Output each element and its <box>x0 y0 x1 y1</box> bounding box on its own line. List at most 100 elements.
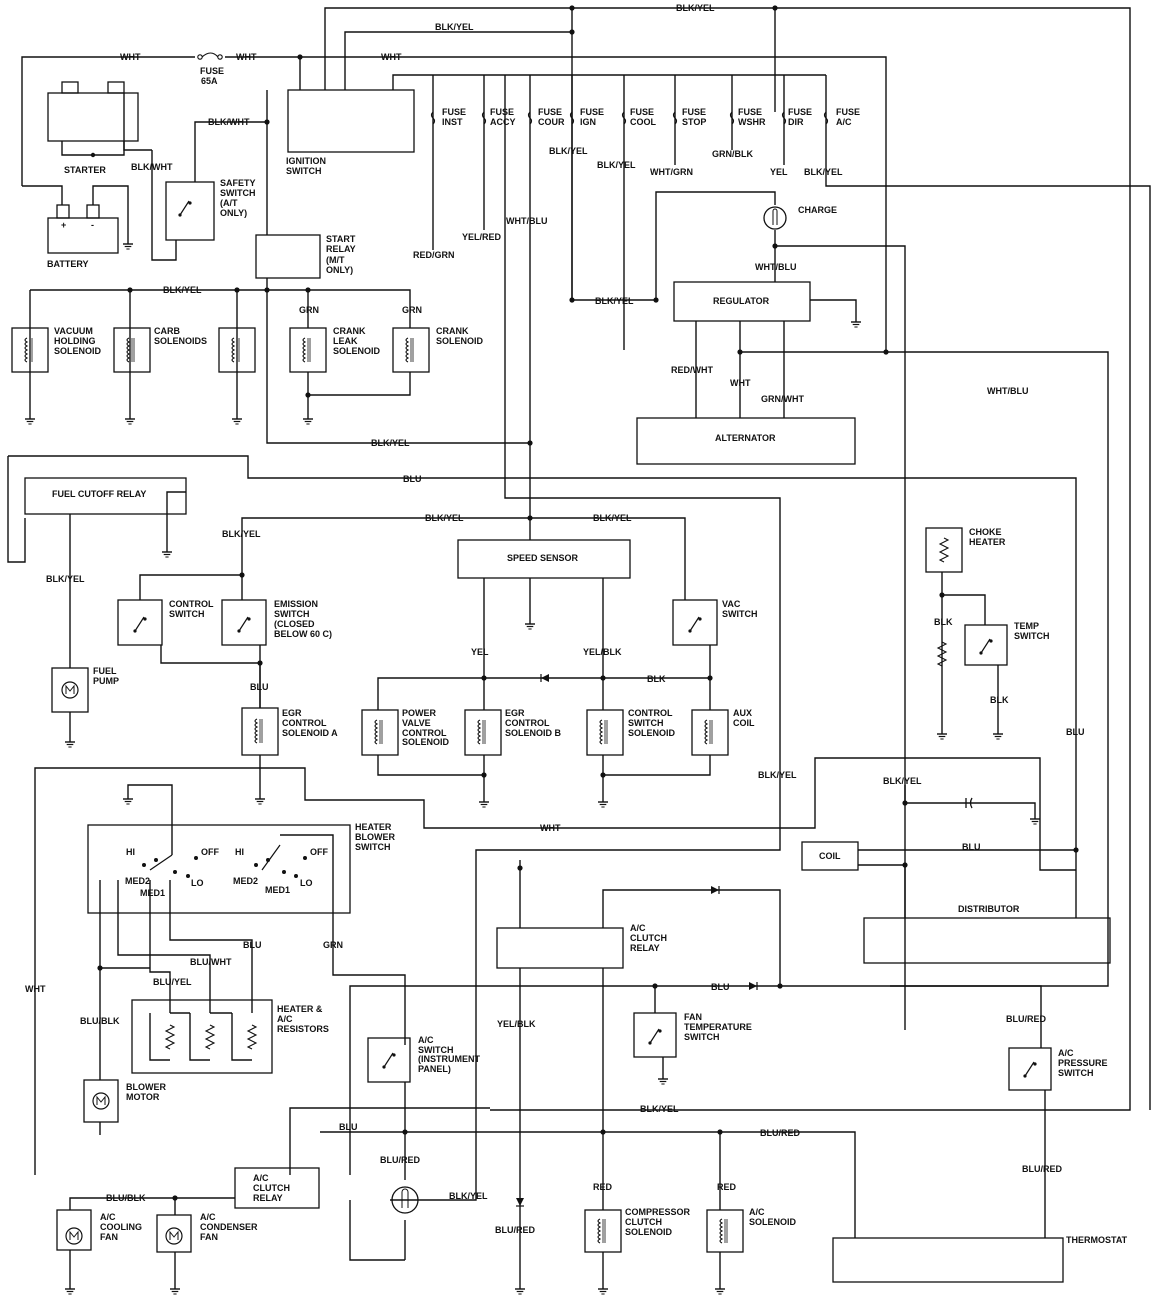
alternator-box <box>636 417 856 465</box>
wire-label: BLK/YEL <box>597 160 636 170</box>
fuse-ign-label-2: IGN <box>580 117 596 127</box>
wire-label: BLK/YEL <box>676 3 715 13</box>
wire-label: GRN/BLK <box>712 149 753 159</box>
ac-clutch-relay-2-box <box>234 1167 320 1209</box>
fuse-wshr-label-1: FUSE <box>738 107 762 117</box>
start-relay-label-3: (M/T <box>326 255 345 265</box>
egr-b-label-1: EGR <box>505 708 525 718</box>
speed-sensor-label: SPEED SENSOR <box>507 553 579 563</box>
start-relay-label-4: ONLY) <box>326 265 353 275</box>
wire-label: BLU <box>1066 727 1085 737</box>
temp-switch-label-1: TEMP <box>1014 621 1039 631</box>
blower-motor-symbol <box>83 1079 119 1123</box>
temp-switch-symbol <box>964 624 1008 666</box>
temp-switch-label-2: SWITCH <box>1014 631 1050 641</box>
fuse-accy-label-2: ACCY <box>490 117 516 127</box>
ac-indicator-lamp-symbol <box>391 1186 419 1214</box>
battery-negative-label: - <box>91 220 94 230</box>
ac-clutch-relay-2-label-2: CLUTCH <box>253 1183 290 1193</box>
fuse-inst-label-2: INST <box>442 117 463 127</box>
crank-leak-solenoid-label-3: SOLENOID <box>333 346 381 356</box>
crank-solenoid-label-1: CRANK <box>436 326 469 336</box>
aux-coil-label-1: AUX <box>733 708 752 718</box>
heater-resistors-label-2: A/C <box>277 1014 293 1024</box>
aux-coil-label-2: COIL <box>733 718 755 728</box>
solenoid-row2-symbols <box>361 709 729 756</box>
ac-solenoid-label-2: SOLENOID <box>749 1217 797 1227</box>
wire-label: GRN <box>402 305 422 315</box>
heater-resistors-label-3: RESISTORS <box>277 1024 329 1034</box>
ac-switch-symbol <box>367 1037 411 1083</box>
wire-label: BLU/WHT <box>190 957 232 967</box>
start-relay-label-2: RELAY <box>326 244 356 254</box>
wire-label: BLK <box>990 695 1009 705</box>
carb-solenoids-label-1: CARB <box>154 326 180 336</box>
fuel-pump-label-2: PUMP <box>93 676 119 686</box>
control-switch-label-2: SWITCH <box>169 609 205 619</box>
ground-symbols <box>24 239 1041 1295</box>
fan-temp-switch-label-1: FAN <box>684 1012 702 1022</box>
wire-label: BLK/YEL <box>758 770 797 780</box>
heater-resistors-symbol <box>131 999 273 1074</box>
wire-label: BLU/RED <box>1022 1164 1062 1174</box>
wire-label: BLK/YEL <box>593 513 632 523</box>
ac-clutch-relay-box <box>496 927 624 969</box>
egr-solenoid-a-symbol <box>241 707 279 756</box>
switch-off-2: OFF <box>310 847 328 857</box>
control-emission-switch-symbols <box>117 599 267 646</box>
safety-switch-label-2: SWITCH <box>220 188 256 198</box>
wire-label: WHT <box>236 52 257 62</box>
wire-label: BLK/YEL <box>449 1191 488 1201</box>
compressor-clutch-label-1: COMPRESSOR <box>625 1207 691 1217</box>
fuel-cutoff-relay-box <box>24 477 187 515</box>
ac-pressure-switch-symbol <box>1008 1047 1052 1091</box>
coil-label: COIL <box>819 851 841 861</box>
wire-label: BLU/BLK <box>80 1016 120 1026</box>
wire-label: YEL/RED <box>462 232 502 242</box>
wire-label: WHT/BLU <box>755 262 797 272</box>
distributor-box <box>863 917 1111 964</box>
vacuum-holding-solenoid-label-2: HOLDING <box>54 336 96 346</box>
wire-label: YEL/BLK <box>497 1019 536 1029</box>
blower-motor-label-1: BLOWER <box>126 1082 166 1092</box>
ac-cooling-fan-label-2: COOLING <box>100 1222 142 1232</box>
wire-label: WHT/BLU <box>987 386 1029 396</box>
wire-label: WHT <box>381 52 402 62</box>
battery-symbol <box>47 204 119 254</box>
wire-label: BLU/RED <box>760 1128 800 1138</box>
choke-heater-label-2: HEATER <box>969 537 1006 547</box>
solenoid-row-symbols <box>11 327 430 373</box>
charge-lamp-symbol <box>763 206 787 230</box>
control-switch-label-1: CONTROL <box>169 599 214 609</box>
fuse-stop-label-1: FUSE <box>682 107 706 117</box>
wire-label: WHT/GRN <box>650 167 693 177</box>
wire-label: BLU/RED <box>380 1155 420 1165</box>
start-relay-box <box>255 234 321 279</box>
fuse-cool-label-2: COOL <box>630 117 657 127</box>
wire-label: BLK/YEL <box>804 167 843 177</box>
safety-switch-label-4: ONLY) <box>220 208 247 218</box>
ac-clutch-relay-2-label-1: A/C <box>253 1173 269 1183</box>
ac-switch-label-1: A/C <box>418 1035 434 1045</box>
wire-label: GRN <box>323 940 343 950</box>
wire-label: BLK <box>934 617 953 627</box>
wire-label: WHT/BLU <box>506 216 548 226</box>
wire-label: BLK/WHT <box>208 117 250 127</box>
heater-blower-switch-label-2: BLOWER <box>355 832 395 842</box>
switch-med1-2: MED1 <box>265 885 290 895</box>
crank-solenoid-label-2: SOLENOID <box>436 336 484 346</box>
regulator-label: REGULATOR <box>713 296 770 306</box>
speed-sensor-box <box>457 539 631 579</box>
fuse-labels: FUSE INST FUSE ACCY FUSE COUR FUSE IGN F… <box>442 107 860 127</box>
power-valve-label-1: POWER <box>402 708 437 718</box>
emission-switch-label-4: BELOW 60 C) <box>274 629 332 639</box>
wire-label: RED/WHT <box>671 365 713 375</box>
ac-condenser-fan-label-1: A/C <box>200 1212 216 1222</box>
choke-heater-symbol <box>925 527 963 667</box>
fuse-accy-label-1: FUSE <box>490 107 514 117</box>
ac-clutch-relay-2-label-3: RELAY <box>253 1193 283 1203</box>
starter-label: STARTER <box>64 165 106 175</box>
wire-label: BLK/YEL <box>46 574 85 584</box>
fuse-cool-label-1: FUSE <box>630 107 654 117</box>
wire-label: BLU <box>962 842 981 852</box>
